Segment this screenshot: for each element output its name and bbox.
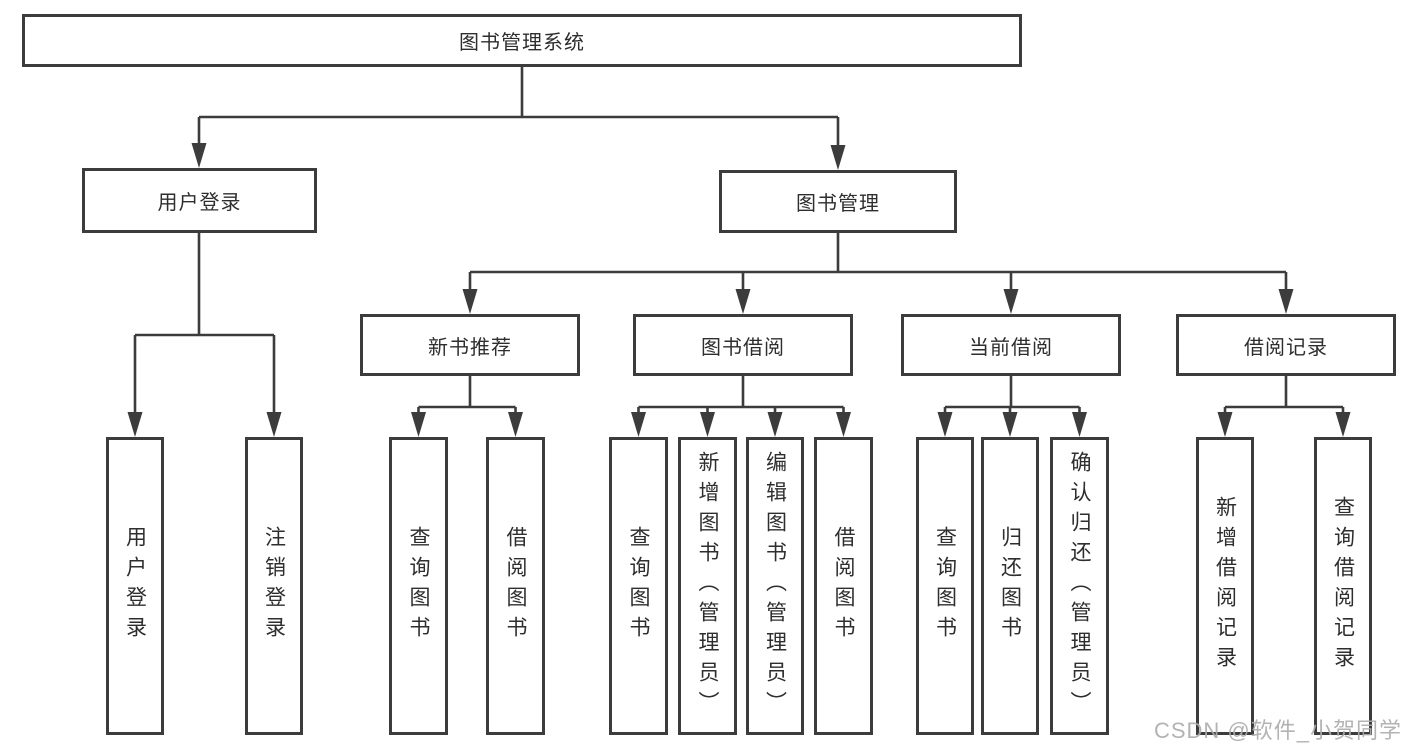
csdn-watermark: CSDN @软件_小贺同学	[1153, 718, 1402, 743]
leaf-return-book: 归还图书	[981, 437, 1039, 735]
node-current-borrow-label: 当前借阅	[969, 336, 1053, 359]
leaf-logout-label: 注销登录	[262, 526, 286, 646]
leaf-user-login: 用户登录	[106, 437, 164, 735]
leaf-query-borrow-record-label: 查询借阅记录	[1331, 496, 1355, 676]
node-root-label: 图书管理系统	[459, 32, 585, 54]
node-user-login: 用户登录	[82, 168, 317, 233]
node-new-book-recommend: 新书推荐	[360, 314, 580, 376]
leaf-confirm-return-admin: 确认归还（管理员）	[1050, 437, 1109, 735]
leaf-edit-book-admin-label: 编辑图书（管理员）	[763, 451, 787, 721]
leaf-query-book-borrow: 查询图书	[609, 437, 668, 735]
arrowheads	[127, 143, 1351, 437]
node-new-book-recommend-label: 新书推荐	[428, 336, 512, 359]
leaf-query-borrow-record: 查询借阅记录	[1314, 437, 1372, 735]
leaf-query-book-recommend: 查询图书	[389, 437, 448, 735]
leaf-borrow-book: 借阅图书	[814, 437, 873, 735]
node-root-system: 图书管理系统	[22, 14, 1022, 67]
leaf-add-borrow-record: 新增借阅记录	[1196, 437, 1254, 735]
leaf-query-book-current: 查询图书	[916, 437, 974, 735]
leaf-query-book-borrow-label: 查询图书	[627, 526, 650, 646]
leaf-add-borrow-record-label: 新增借阅记录	[1213, 496, 1237, 676]
leaf-query-book-current-label: 查询图书	[933, 526, 957, 646]
leaf-return-book-label: 归还图书	[998, 526, 1022, 646]
leaf-logout: 注销登录	[245, 437, 303, 735]
leaf-confirm-return-admin-label: 确认归还（管理员）	[1068, 451, 1091, 721]
node-user-login-label: 用户登录	[157, 192, 242, 214]
leaf-add-book-admin-label: 新增图书（管理员）	[696, 451, 719, 721]
node-book-borrow: 图书借阅	[633, 314, 853, 376]
leaf-borrow-book-recommend-label: 借阅图书	[504, 526, 527, 646]
node-book-management-label: 图书管理	[796, 193, 880, 215]
node-book-management: 图书管理	[719, 170, 957, 233]
node-book-borrow-label: 图书借阅	[701, 336, 785, 359]
leaf-query-book-recommend-label: 查询图书	[407, 526, 430, 646]
leaf-add-book-admin: 新增图书（管理员）	[678, 437, 737, 735]
leaf-edit-book-admin: 编辑图书（管理员）	[746, 437, 804, 735]
leaf-borrow-book-recommend: 借阅图书	[486, 437, 545, 735]
node-borrow-records: 借阅记录	[1176, 314, 1396, 376]
node-current-borrow: 当前借阅	[901, 314, 1121, 376]
leaf-borrow-book-label: 借阅图书	[832, 526, 855, 646]
leaf-user-login-label: 用户登录	[123, 526, 147, 646]
node-borrow-records-label: 借阅记录	[1244, 336, 1328, 359]
